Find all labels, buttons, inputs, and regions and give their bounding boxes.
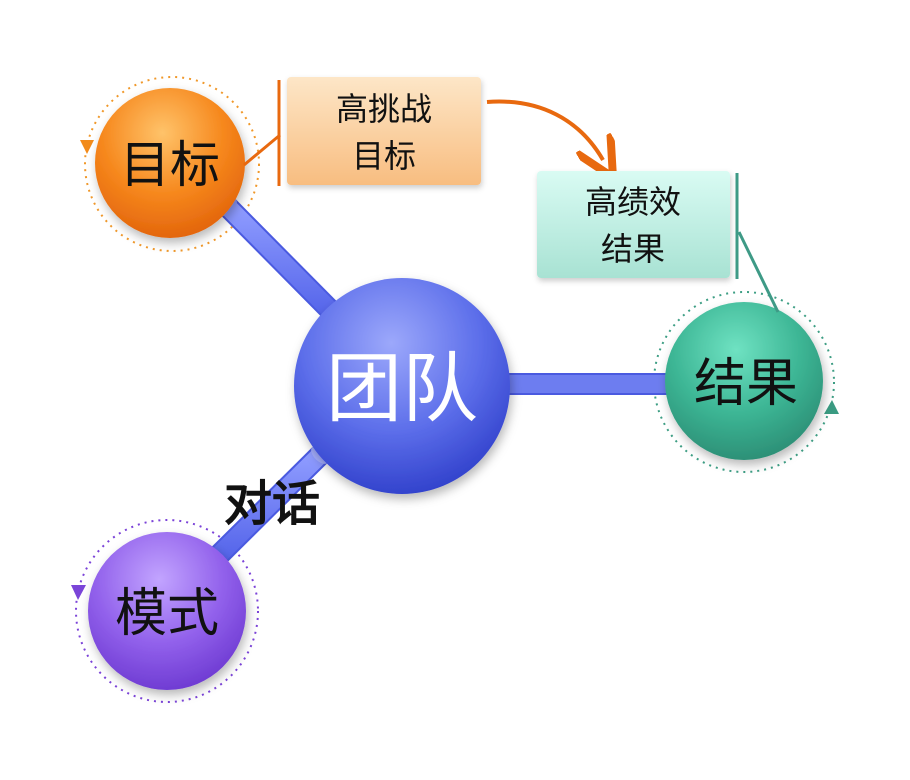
mode-label: 模式 xyxy=(115,584,219,644)
result-cycle-arrow-icon xyxy=(824,400,839,414)
performance-box-line1: 高绩效 xyxy=(585,183,681,221)
mode-cycle-arrow-icon xyxy=(71,585,86,600)
flow-arrow xyxy=(486,99,603,160)
goal-cycle-arrow-icon xyxy=(80,140,94,154)
goal-team-connector xyxy=(219,198,342,322)
performance-box xyxy=(537,171,730,278)
dialogue-label: 对话 xyxy=(224,476,320,532)
performance-box-line2: 结果 xyxy=(601,230,665,268)
team-node xyxy=(294,278,510,494)
team-result-connector xyxy=(498,373,673,395)
goal-box-link xyxy=(243,133,281,167)
result-label: 结果 xyxy=(694,354,798,414)
challenge-box xyxy=(287,77,481,185)
team-label: 团队 xyxy=(326,344,478,433)
result-cycle-ring xyxy=(653,291,835,473)
goal-node xyxy=(95,88,245,238)
mode-node xyxy=(88,532,246,690)
goal-label: 目标 xyxy=(120,136,220,194)
challenge-box-line1: 高挑战 xyxy=(336,90,432,128)
mode-cycle-ring xyxy=(75,519,259,703)
goal-cycle-ring xyxy=(84,76,260,252)
result-node xyxy=(665,302,823,460)
performance-result-link xyxy=(737,231,780,313)
challenge-box-line2: 目标 xyxy=(352,137,416,175)
